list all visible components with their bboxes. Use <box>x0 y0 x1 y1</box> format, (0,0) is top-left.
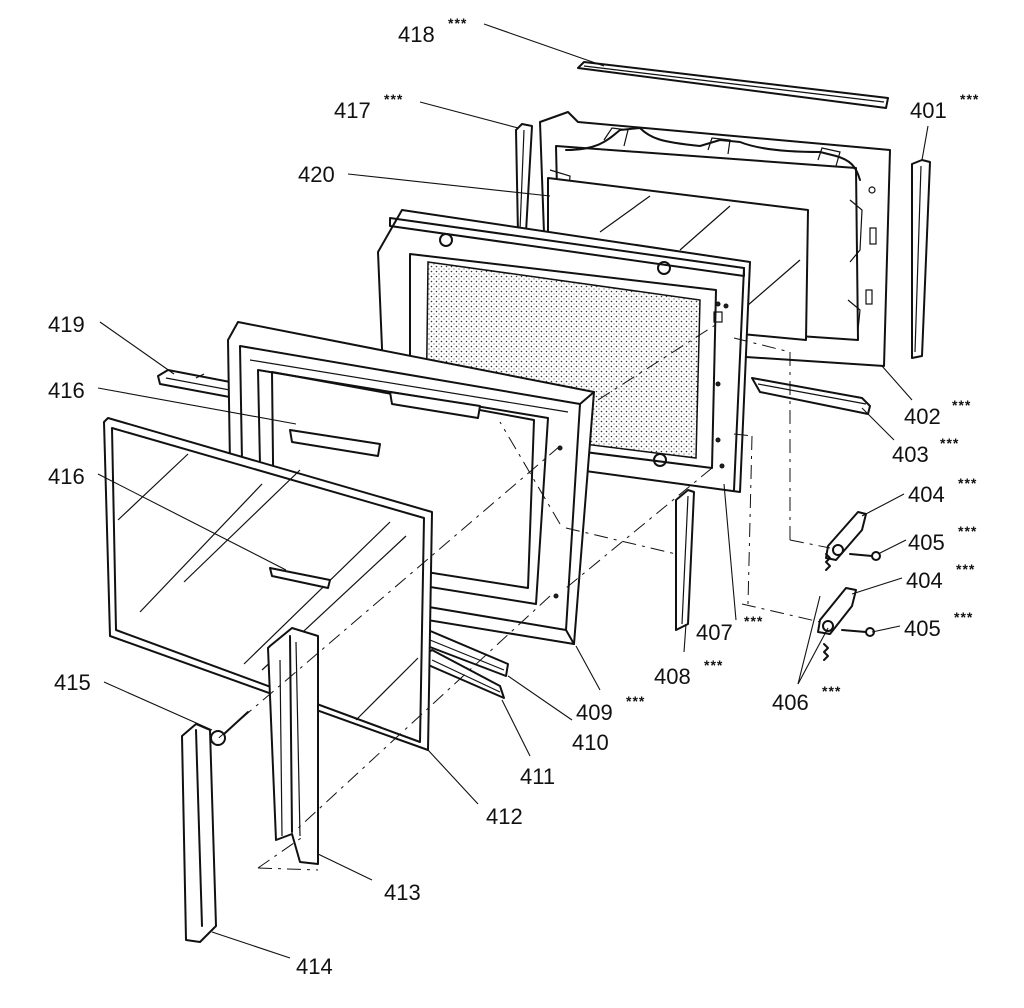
label-417: 417 <box>334 98 371 123</box>
label-414: 414 <box>296 954 333 979</box>
part-412-front-glass <box>103 417 433 751</box>
label-403: 403 <box>892 442 929 467</box>
label-418-stars: *** <box>448 15 467 31</box>
label-405-lower: 405 <box>904 616 941 641</box>
label-407-stars: *** <box>744 613 763 629</box>
label-404-upper: 404 <box>908 482 945 507</box>
label-408: 408 <box>654 664 691 689</box>
part-labels: 418 *** 417 *** 401 *** 420 419 416 416 … <box>48 15 979 979</box>
label-409-stars: *** <box>626 693 645 709</box>
label-405-lower-stars: *** <box>954 609 973 625</box>
label-410: 410 <box>572 730 609 755</box>
label-418: 418 <box>398 22 435 47</box>
part-414-handle-bar <box>181 723 217 943</box>
label-417-stars: *** <box>384 91 403 107</box>
label-409: 409 <box>576 700 613 725</box>
label-419: 419 <box>48 312 85 337</box>
label-415: 415 <box>54 670 91 695</box>
label-413: 413 <box>384 880 421 905</box>
part-415-screw <box>210 711 249 746</box>
label-411: 411 <box>520 764 555 789</box>
label-401: 401 <box>910 98 947 123</box>
part-404-hinge-lower <box>817 587 857 635</box>
part-405-screw-upper <box>849 551 881 561</box>
part-403-bottom-trim <box>751 377 871 415</box>
part-406-springs <box>823 553 831 661</box>
label-407: 407 <box>696 620 733 645</box>
leader-lines <box>97 23 929 959</box>
label-403-stars: *** <box>940 435 959 451</box>
label-405-upper-stars: *** <box>958 523 977 539</box>
part-404-hinge-upper <box>825 511 867 561</box>
label-404-lower: 404 <box>906 568 943 593</box>
part-408-bracket <box>675 489 695 631</box>
label-406: 406 <box>772 690 809 715</box>
label-402-stars: *** <box>952 397 971 413</box>
label-404-upper-stars: *** <box>958 475 977 491</box>
label-404-lower-stars: *** <box>956 561 975 577</box>
label-416-lower: 416 <box>48 464 85 489</box>
part-410-411-bottom-strips <box>419 629 509 699</box>
part-401-side-trim <box>911 159 931 359</box>
alignment-lines <box>213 321 831 871</box>
label-405-upper: 405 <box>908 530 945 555</box>
label-416-upper: 416 <box>48 378 85 403</box>
part-405-screw-lower <box>841 627 875 637</box>
label-402: 402 <box>904 404 941 429</box>
label-420: 420 <box>298 162 335 187</box>
part-413-channel <box>267 627 319 865</box>
label-406-stars: *** <box>822 683 841 699</box>
label-401-stars: *** <box>960 91 979 107</box>
label-412: 412 <box>486 804 523 829</box>
part-417-side-trim <box>515 123 533 235</box>
label-408-stars: *** <box>704 657 723 673</box>
part-418-top-trim <box>577 61 889 109</box>
